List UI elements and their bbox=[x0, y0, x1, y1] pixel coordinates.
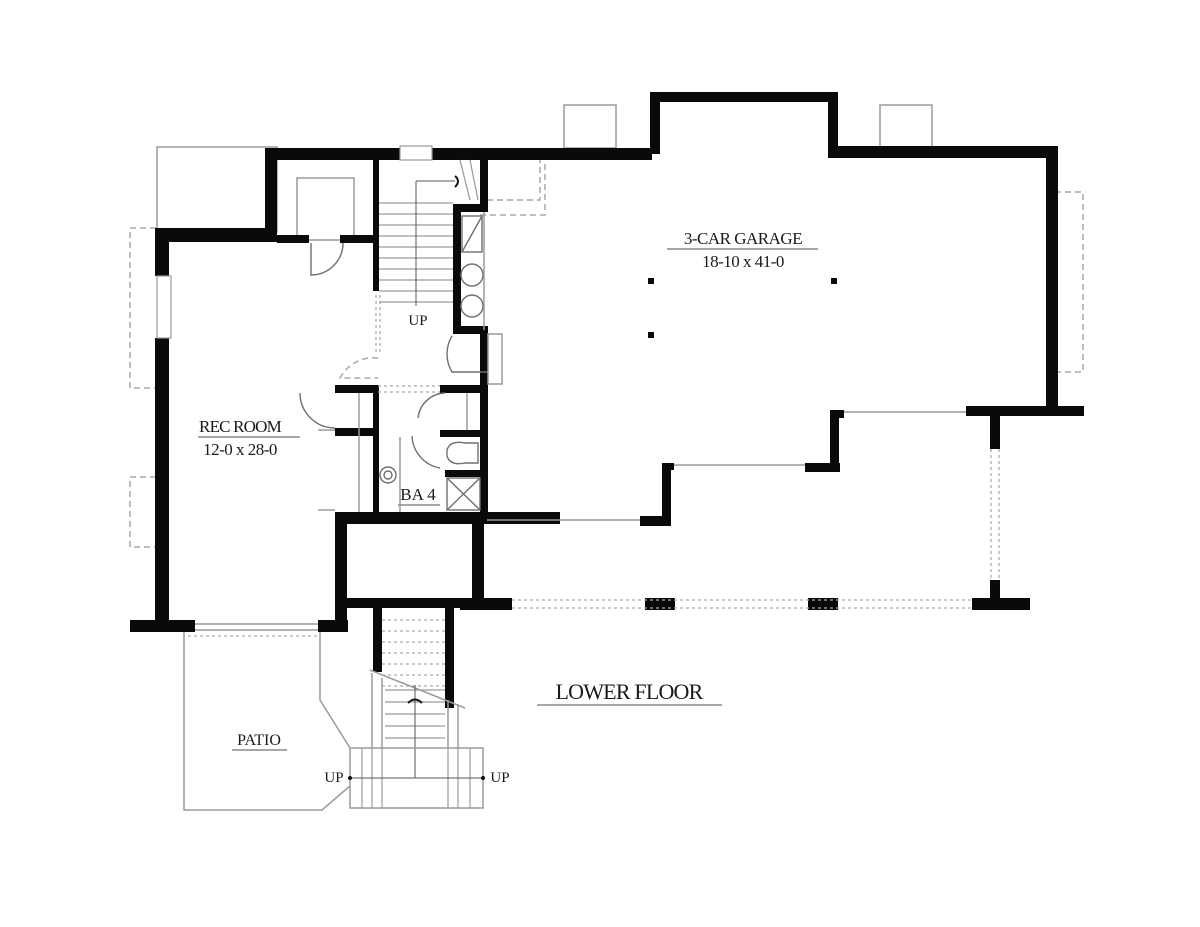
fixtures bbox=[379, 212, 485, 512]
room-labels: 3-CAR GARAGE 18-10 x 41-0 REC ROOM 12-0 … bbox=[198, 229, 818, 786]
column-markers bbox=[648, 278, 837, 338]
doors bbox=[299, 242, 503, 512]
exterior-stairs bbox=[348, 619, 485, 809]
patio-label: PATIO bbox=[237, 732, 281, 749]
exterior-stair-right-up-label: UP bbox=[490, 770, 509, 786]
floor-title-label: LOWER FLOOR bbox=[555, 679, 703, 704]
garage-name-label: 3-CAR GARAGE bbox=[684, 229, 802, 248]
garage-dimensions-label: 18-10 x 41-0 bbox=[702, 252, 784, 271]
interior-stair-up-label: UP bbox=[408, 313, 427, 329]
patio-outline bbox=[183, 632, 351, 811]
plan-title: LOWER FLOOR bbox=[537, 679, 722, 706]
bath-label: BA 4 bbox=[400, 485, 436, 504]
walls bbox=[130, 92, 1084, 708]
interior-stairs bbox=[379, 159, 479, 306]
windows-and-openings bbox=[156, 145, 1000, 631]
rec-room-name-label: REC ROOM bbox=[199, 417, 282, 436]
exterior-stair-left-up-label: UP bbox=[324, 770, 343, 786]
rec-room-dimensions-label: 12-0 x 28-0 bbox=[203, 440, 277, 459]
